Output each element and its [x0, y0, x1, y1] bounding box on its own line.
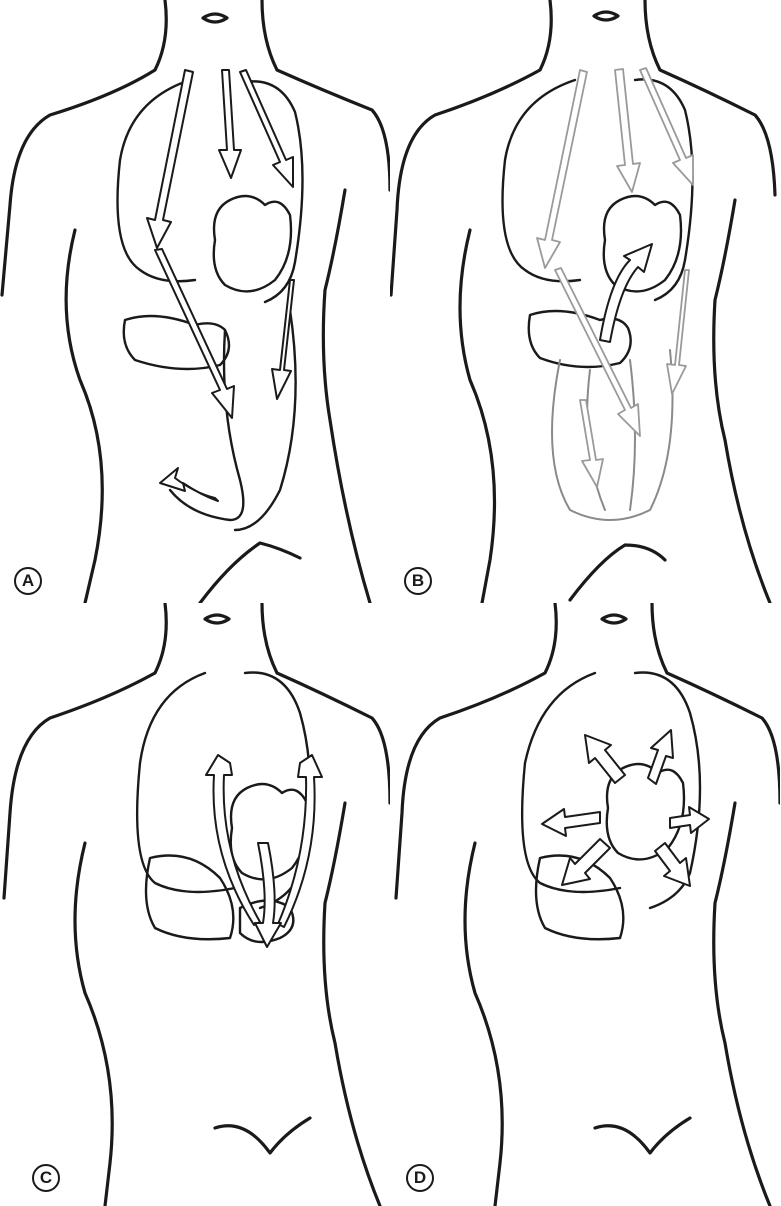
hip-curve [595, 1118, 690, 1153]
mouth [594, 12, 618, 20]
mouth [205, 615, 229, 623]
hip-curve [200, 543, 300, 603]
flow-arrow-down [255, 843, 281, 947]
radial-arrow-left [542, 809, 600, 836]
torso-outline-right [262, 603, 390, 803]
liver [146, 856, 233, 940]
torso-outline-left-waist [66, 230, 102, 603]
mouth [602, 615, 626, 623]
torso-outline-right-waist [714, 200, 770, 603]
right-lung [245, 81, 303, 302]
radial-arrow-up-right [648, 730, 673, 784]
torso-diagram-b [390, 0, 780, 603]
flow-arrow-5 [667, 270, 689, 394]
torso-diagram-a [0, 0, 390, 603]
panel-label-d: D [406, 1164, 434, 1192]
hip-curve [570, 545, 665, 600]
torso-outline-left-waist [75, 843, 112, 1206]
torso-outline-left [396, 603, 556, 898]
torso-diagram-c [0, 603, 390, 1206]
hip-curve [215, 1118, 310, 1153]
flow-arrow-6 [160, 468, 218, 501]
heart [604, 196, 681, 291]
flow-arrow-1 [147, 70, 193, 248]
radial-arrow-right [670, 807, 709, 833]
flow-arrow-3 [240, 70, 293, 187]
flow-arrow-right [278, 755, 322, 927]
flow-arrow-6 [580, 400, 603, 487]
flow-arrow-up [600, 244, 652, 342]
flow-arrow-2 [615, 69, 640, 192]
panel-a: A [0, 0, 390, 603]
torso-outline-right [652, 603, 780, 803]
panel-b: B [390, 0, 780, 603]
flow-arrow-4 [155, 249, 234, 418]
panel-c: C [0, 603, 390, 1206]
panel-label-c: C [32, 1164, 60, 1192]
radial-arrow-up-left [585, 735, 625, 783]
radial-arrow-down-right [655, 843, 690, 886]
panel-label-b: B [404, 567, 432, 595]
torso-outline-left-waist [460, 230, 495, 603]
torso-outline-left [391, 0, 551, 295]
torso-outline-left [2, 0, 166, 295]
radial-arrow-down-left [562, 839, 610, 885]
torso-outline-left-waist [465, 843, 502, 1206]
flow-arrow-2 [219, 70, 241, 178]
torso-outline-right-waist [323, 190, 370, 603]
mouth [203, 14, 227, 22]
panel-d: D [390, 603, 780, 1206]
flow-arrow-left [206, 755, 260, 925]
torso-outline-right-waist [714, 803, 770, 1206]
torso-diagram-d [390, 603, 780, 1206]
heart [214, 196, 291, 291]
torso-outline-right [645, 0, 775, 195]
torso-outline-right-waist [324, 803, 380, 1206]
flow-arrow-1 [537, 70, 587, 268]
panel-label-a: A [14, 567, 42, 595]
